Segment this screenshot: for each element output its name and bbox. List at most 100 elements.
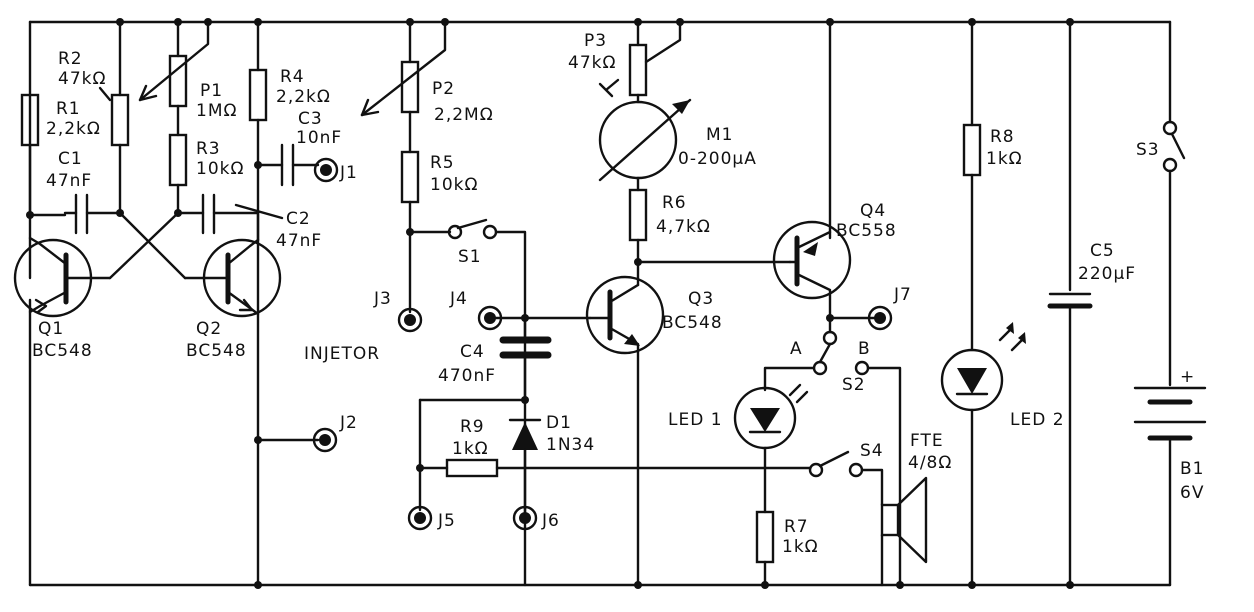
battery-b1 <box>1133 386 1207 441</box>
j4-label: J4 <box>449 289 468 309</box>
c2-value: 47nF <box>276 231 322 251</box>
s1-label: S1 <box>458 247 482 267</box>
probe-section <box>360 20 812 587</box>
diode-d1 <box>508 418 542 450</box>
potentiometer-p1 <box>138 20 210 108</box>
r4-ref: R4 <box>280 67 305 87</box>
jack-j2 <box>312 427 338 453</box>
r3-ref: R3 <box>196 139 221 159</box>
c3-value: 10nF <box>296 128 342 148</box>
fte-ref: FTE <box>910 431 944 451</box>
r9-value: 1kΩ <box>452 439 489 459</box>
led-2 <box>940 322 1026 412</box>
switch-s4 <box>808 450 884 507</box>
switch-s3 <box>1162 120 1186 173</box>
jack-j4 <box>477 305 503 331</box>
c2-ref: C2 <box>286 209 311 229</box>
j6-label: J6 <box>541 511 560 531</box>
junction-dots <box>26 18 1074 589</box>
c3-ref: C3 <box>298 109 323 129</box>
q2-ref: Q2 <box>196 319 222 339</box>
r6-value: 4,7kΩ <box>656 217 711 237</box>
r7-ref: R7 <box>784 517 809 537</box>
q2-value: BC548 <box>186 341 247 361</box>
led1-label: LED 1 <box>668 410 723 430</box>
transistor-q4 <box>772 220 852 320</box>
speaker-fte <box>880 476 928 564</box>
potentiometer-p2 <box>360 20 447 117</box>
p3-ref: P3 <box>584 31 607 51</box>
p2-ref: P2 <box>432 79 455 99</box>
r2-ref: R2 <box>58 49 83 69</box>
j1-label: J1 <box>339 163 358 183</box>
r8-value: 1kΩ <box>986 149 1023 169</box>
r2-value: 47kΩ <box>58 69 106 89</box>
r5-ref: R5 <box>430 153 455 173</box>
r1-ref: R1 <box>56 99 81 119</box>
j7-label: J7 <box>893 285 912 305</box>
resistor-r9 <box>445 458 499 478</box>
capacitor-c3 <box>256 143 320 187</box>
resistor-r8 <box>962 123 982 177</box>
labels: R2 47kΩ R1 2,2kΩ C1 47nF P1 1MΩ R3 10kΩ … <box>32 31 1204 557</box>
c1-value: 47nF <box>46 171 92 191</box>
s3-label: S3 <box>1136 140 1160 160</box>
jack-j7 <box>867 305 893 331</box>
oscillator-section <box>13 20 320 587</box>
p1-value: 1MΩ <box>196 101 237 121</box>
switch-s2 <box>812 330 902 587</box>
resistor-r5 <box>400 150 420 204</box>
b1-ref: B1 <box>1180 459 1204 479</box>
r1-value: 2,2kΩ <box>46 119 101 139</box>
transistor-q3 <box>585 275 665 587</box>
led2-label: LED 2 <box>1010 410 1065 430</box>
injetor-label: INJETOR <box>304 344 380 364</box>
m1-ref: M1 <box>706 125 733 145</box>
capacitor-c1 <box>63 193 122 235</box>
jack-j6 <box>512 505 538 531</box>
c1-ref: C1 <box>58 149 83 169</box>
jack-j1 <box>313 157 339 183</box>
resistor-r6 <box>628 188 648 242</box>
resistor-r4 <box>248 68 268 122</box>
meter-m1 <box>598 98 692 182</box>
s2-label: S2 <box>842 375 866 395</box>
fte-value: 4/8Ω <box>908 453 952 473</box>
resistor-r2 <box>98 86 130 147</box>
j3-label: J3 <box>373 289 392 309</box>
capacitor-c5 <box>1047 292 1093 309</box>
c4-ref: C4 <box>460 342 485 362</box>
jack-j5 <box>407 505 433 531</box>
r7-value: 1kΩ <box>782 537 819 557</box>
q4-value: BC558 <box>836 221 897 241</box>
led-1 <box>733 383 809 450</box>
r8-ref: R8 <box>990 127 1015 147</box>
switch-s1 <box>408 218 527 587</box>
r6-ref: R6 <box>662 193 687 213</box>
m1-value: 0-200μA <box>678 149 757 169</box>
transistor-q2 <box>183 238 282 318</box>
capacitor-c4 <box>499 336 552 359</box>
resistor-r3 <box>168 133 188 187</box>
r4-value: 2,2kΩ <box>276 87 331 107</box>
r9-ref: R9 <box>460 417 485 437</box>
c5-ref: C5 <box>1090 241 1115 261</box>
s4-label: S4 <box>860 441 884 461</box>
resistor-r7 <box>755 510 775 564</box>
q3-value: BC548 <box>662 313 723 333</box>
c5-value: 220μF <box>1078 264 1136 284</box>
q3-ref: Q3 <box>688 289 714 309</box>
transistor-q1 <box>13 236 112 318</box>
q4-ref: Q4 <box>860 201 886 221</box>
switch-a-label: A <box>790 339 803 359</box>
p2-value: 2,2MΩ <box>434 105 494 125</box>
r3-value: 10kΩ <box>196 159 244 179</box>
p3-value: 47kΩ <box>568 53 616 73</box>
q1-ref: Q1 <box>38 319 64 339</box>
potentiometer-p3 <box>598 20 682 98</box>
battery-plus: + <box>1180 367 1195 387</box>
d1-value: 1N34 <box>546 435 595 455</box>
output-section <box>733 20 1207 587</box>
r5-value: 10kΩ <box>430 175 478 195</box>
